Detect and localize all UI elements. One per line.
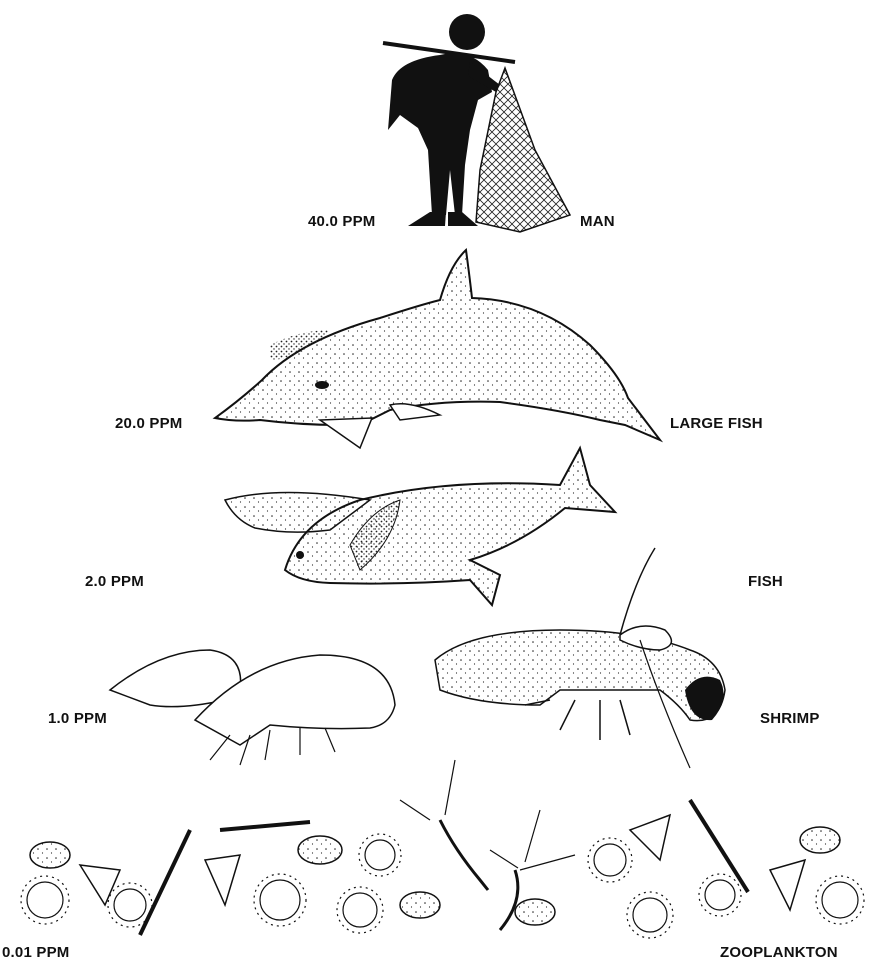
level-2-organism: LARGE FISH bbox=[670, 415, 763, 432]
level-1-organism: MAN bbox=[580, 213, 615, 230]
dolphin-illustration bbox=[215, 250, 660, 448]
level-1-concentration: 40.0 PPM bbox=[308, 213, 375, 230]
level-2-concentration: 20.0 PPM bbox=[115, 415, 182, 432]
zooplankton-illustration bbox=[21, 760, 864, 938]
level-3-concentration: 2.0 PPM bbox=[85, 573, 144, 590]
level-4-concentration: 1.0 PPM bbox=[48, 710, 107, 727]
level-5-organism: ZOOPLANKTON bbox=[720, 944, 838, 961]
level-5-concentration: 0.01 PPM bbox=[2, 944, 69, 961]
level-3-organism: FISH bbox=[748, 573, 783, 590]
fish-pair-illustration bbox=[225, 448, 615, 605]
level-4-organism: SHRIMP bbox=[760, 710, 820, 727]
man-with-net-illustration bbox=[383, 14, 570, 232]
